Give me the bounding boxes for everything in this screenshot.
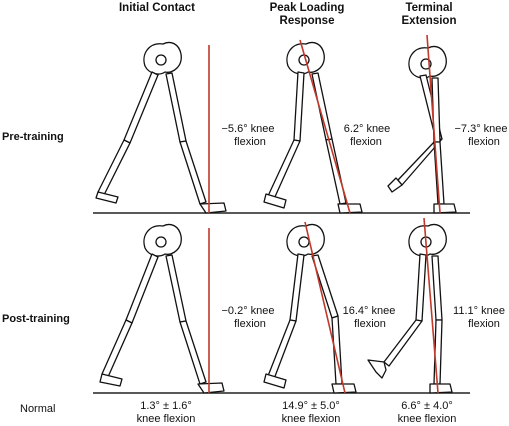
header-peak-loading-line2: Response [279,15,335,27]
post-te-unit: flexion [468,318,500,330]
pre-te-unit: flexion [468,136,500,148]
post-pl-value: 16.4° knee [342,305,396,317]
figure-pre-terminal [387,45,457,214]
row-label-post-training: Post-training [2,313,70,325]
reference-line-pre-pl [299,39,351,214]
reference-line-pre-te [426,34,441,214]
reference-line-post-pl [304,221,346,394]
pre-te-value: −7.3° knee [454,123,508,135]
post-pl-unit: flexion [354,318,386,330]
post-ic-value: −0.2° knee [221,305,275,317]
row-label-normal: Normal [20,403,56,415]
figure-post-terminal [367,223,453,394]
pre-pl-value: 6.2° knee [343,123,391,135]
header-terminal-line2: Extension [401,15,457,27]
normal-ic-value: 1.3° ± 1.6° [140,400,192,412]
normal-te-value: 6.6° ± 4.0° [401,400,453,412]
normal-pl-value: 14.9° ± 5.0° [282,400,340,412]
pre-ic-unit: flexion [234,136,266,148]
post-te-value: 11.1° knee [453,305,505,317]
post-ic-unit: flexion [234,318,266,330]
normal-pl-unit: knee flexion [281,413,341,425]
pre-pl-unit: flexion [350,136,382,148]
header-initial-contact: Initial Contact [118,2,196,14]
reference-line-post-te [423,217,439,394]
figure-pre-peak-loading [263,41,363,214]
normal-ic-unit: knee flexion [136,413,196,425]
row-label-pre-training: Pre-training [2,131,64,143]
pre-ic-value: −5.6° knee [221,123,275,135]
header-terminal-line1: Terminal [405,2,453,14]
normal-te-unit: knee flexion [397,413,457,425]
figure-pre-initial-contact [95,41,227,214]
figure-post-initial-contact [99,223,225,394]
header-peak-loading-line1: Peak Loading [269,2,345,14]
